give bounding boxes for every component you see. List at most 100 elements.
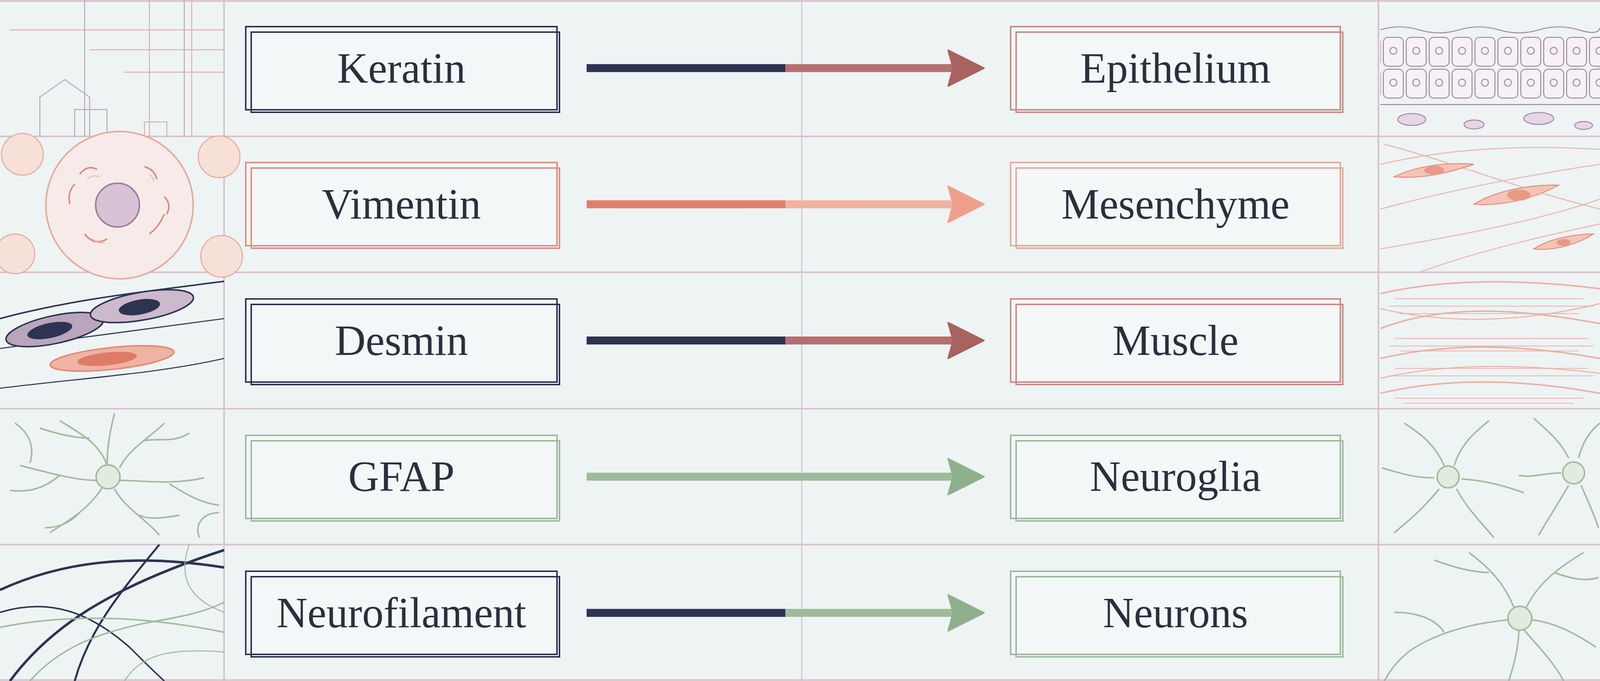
epithelium-illustration: [1380, 26, 1600, 130]
keratin-illustration-part: [89, 49, 225, 51]
keratin-illustration-part: [144, 122, 167, 137]
arrow-head: [948, 50, 985, 87]
box-label: Vimentin: [321, 180, 482, 229]
keratin-illustration-part: [124, 71, 225, 73]
gfap-astrocyte-illustration-part: [107, 413, 115, 466]
grid-line-part: [0, 271, 1600, 274]
mesenchyme-illustration-part: [1506, 189, 1531, 201]
arrow-head: [948, 459, 985, 495]
grid-line-part: [0, 544, 1600, 546]
box-label: Neurons: [1103, 589, 1248, 637]
vimentin-cell-illustration-part: [45, 131, 194, 279]
marker-box: Neuroglia: [1009, 434, 1342, 520]
desmin-cell-illustration: [0, 281, 225, 389]
gfap-astrocyte-illustration-part: [119, 423, 190, 469]
vimentin-cell-illustration-part: [1, 133, 44, 176]
gfap-astrocyte-illustration: [9, 413, 220, 538]
neuron-illustration-part: [1508, 629, 1564, 681]
gfap-astrocyte-illustration-part: [44, 488, 103, 533]
grid-line-part: [223, 0, 226, 681]
mesenchyme-illustration-part: [1424, 165, 1445, 175]
neuroglia-illustration-part: [1437, 466, 1460, 489]
muscle-illustration-part: [1380, 347, 1600, 360]
gfap-astrocyte-illustration-part: [114, 489, 180, 536]
keratin-illustration: [9, 0, 225, 137]
box-label: Neuroglia: [1090, 453, 1262, 501]
neuron-illustration-part: [1507, 606, 1532, 631]
muscle-illustration-part: [1380, 382, 1600, 394]
epithelium-illustration-part: [1574, 121, 1593, 130]
connector-line: [586, 200, 953, 209]
vimentin-cell-illustration: [0, 131, 243, 279]
gfap-astrocyte-illustration-part: [14, 423, 220, 538]
muscle-illustration-part: [1389, 298, 1594, 404]
grid-line-part: [0, 679, 1600, 681]
mesenchyme-illustration: [1380, 144, 1600, 273]
gfap-astrocyte-illustration-part: [39, 420, 108, 466]
mesenchyme-illustration-part: [1380, 144, 1600, 273]
connector-arrow: [586, 186, 985, 223]
neurofilament-fiber-illustration-part: [184, 544, 225, 613]
mesenchyme-illustration-part: [1533, 234, 1594, 250]
connector-arrow: [586, 595, 985, 631]
neurofilament-fiber-illustration-part: [0, 560, 225, 591]
grid-line-part: [1377, 0, 1380, 681]
muscle-illustration-part: [1380, 281, 1600, 294]
vimentin-cell-illustration-part: [87, 174, 154, 244]
arrow-head: [948, 186, 985, 223]
neurofilament-fiber-illustration-part: [0, 618, 225, 633]
connector-arrow: [586, 459, 985, 495]
neuroglia-illustration: [1381, 418, 1600, 538]
arrow-head: [948, 595, 985, 631]
marker-box: Keratin: [245, 25, 558, 111]
box-label: Mesenchyme: [1061, 180, 1290, 229]
box-label: GFAP: [348, 453, 455, 501]
neuroglia-illustration-part: [1518, 418, 1600, 536]
marker-box: Neurofilament: [245, 570, 558, 656]
connector-arrow: [586, 322, 985, 359]
neurofilament-fiber-illustration-part: [9, 550, 225, 681]
grid-line-part: [0, 408, 1600, 410]
neuron-illustration: [1384, 552, 1599, 681]
neurofilament-fiber-illustration-part: [29, 602, 225, 681]
marker-box: GFAP: [245, 434, 558, 520]
neurofilament-fiber-illustration-part: [124, 650, 225, 681]
vimentin-cell-illustration-part: [198, 135, 241, 178]
mesenchyme-illustration-part: [1556, 239, 1571, 247]
arrow-head: [948, 322, 985, 359]
marker-box: Vimentin: [245, 161, 558, 247]
neurofilament-fiber-illustration: [0, 544, 225, 681]
neuroglia-illustration-part: [1381, 420, 1524, 538]
grid-line-part: [0, 135, 1600, 138]
connector-line: [586, 336, 953, 345]
marker-box: Neurons: [1009, 570, 1342, 656]
box-label: Neurofilament: [276, 589, 526, 637]
mesenchyme-illustration-part: [1474, 185, 1559, 205]
keratin-illustration-part: [183, 0, 185, 137]
box-label: Epithelium: [1080, 44, 1271, 93]
desmin-cell-illustration-part: [76, 349, 138, 369]
muscle-illustration: [1380, 281, 1600, 404]
keratin-illustration-part: [39, 79, 90, 137]
marker-box: Muscle: [1009, 298, 1342, 383]
desmin-cell-illustration-part: [117, 296, 162, 319]
keratin-illustration-part: [84, 0, 86, 137]
epithelium-illustration-part: [1397, 113, 1426, 126]
box-label: Desmin: [334, 317, 469, 365]
epithelium-illustration-part: [1464, 120, 1484, 129]
box-label: Keratin: [337, 44, 466, 93]
connector-line: [586, 609, 953, 617]
marker-box: Mesenchyme: [1009, 161, 1342, 247]
neuron-illustration-part: [1526, 552, 1599, 608]
vimentin-cell-illustration-part: [95, 183, 140, 228]
gfap-astrocyte-illustration-part: [119, 478, 220, 506]
marker-box: Epithelium: [1009, 25, 1342, 111]
keratin-illustration-part: [148, 0, 150, 137]
vimentin-cell-illustration-part: [0, 234, 35, 274]
epithelium-illustration-part: [1380, 34, 1600, 101]
gfap-astrocyte-illustration-part: [9, 465, 98, 492]
box-label: Muscle: [1112, 317, 1239, 365]
